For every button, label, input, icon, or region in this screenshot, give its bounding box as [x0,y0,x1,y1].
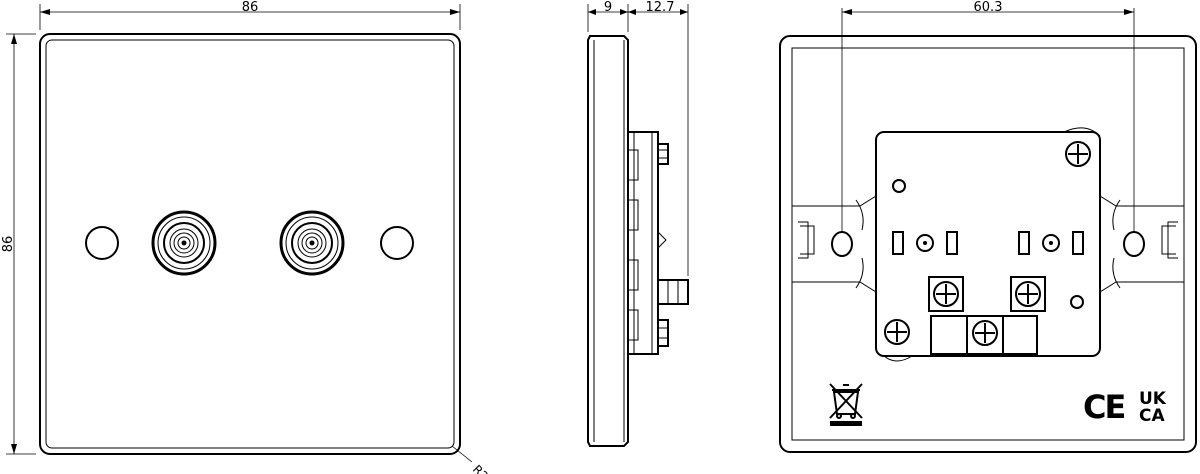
ce-mark: CE [1083,388,1124,426]
clamp-screw-right [1010,276,1046,312]
coax-socket-right [279,210,345,276]
ukca-mark-line2: CA [1139,406,1165,426]
front-plate-outer [39,33,461,455]
right-fixing-hole [1123,231,1145,257]
left-screw-hole [85,226,119,260]
module-hole-bottom-right [1070,295,1084,309]
right-bracket [1099,195,1185,293]
dimension-fixing-centres: 60.3 [841,0,1135,232]
side-screw-top [657,143,669,165]
rear-terminal-block [930,315,1038,355]
side-depth-plate-label: 9 [604,0,612,15]
rear-view: 60.3 CE UK CA [779,0,1197,453]
rear-plate-outer [779,35,1197,453]
module-screw-bottom-left [884,319,910,345]
side-depth-box-label: 12.7 [646,0,675,15]
left-fixing-hole [831,231,853,257]
clamp-screw-left [928,276,964,312]
front-plate-inner [45,39,455,449]
front-width-label: 86 [242,0,259,15]
side-screw-bottom [657,319,669,347]
rear-terminal-right [1018,231,1084,255]
side-module [627,131,659,355]
dimension-front-height: 86 [1,33,36,455]
side-plate [587,35,629,447]
rear-plate-inner [791,47,1185,441]
coax-socket-left [151,210,217,276]
module-screw-top-right [1065,141,1091,167]
ukca-mark-line1: UK [1139,389,1167,409]
corner-radius-callout: R2 [451,445,491,474]
dimension-front-width: 86 [39,0,461,30]
front-view: 86 86 R2 [1,0,491,474]
right-screw-hole [380,226,414,260]
module-hole-top-left [892,179,906,193]
fixing-centres-label: 60.3 [974,0,1003,15]
corner-radius-label: R2 [470,462,491,474]
front-height-label: 86 [1,236,16,253]
rear-module [875,131,1101,357]
dimension-side: 9 12.7 [587,0,689,276]
rear-terminal-left [892,231,958,255]
crossed-out-wheelie-bin-icon [829,383,863,426]
left-bracket [791,195,877,293]
side-connector [657,279,689,305]
side-view: 9 12.7 [587,0,689,447]
ukca-mark: UK CA [1139,389,1167,426]
